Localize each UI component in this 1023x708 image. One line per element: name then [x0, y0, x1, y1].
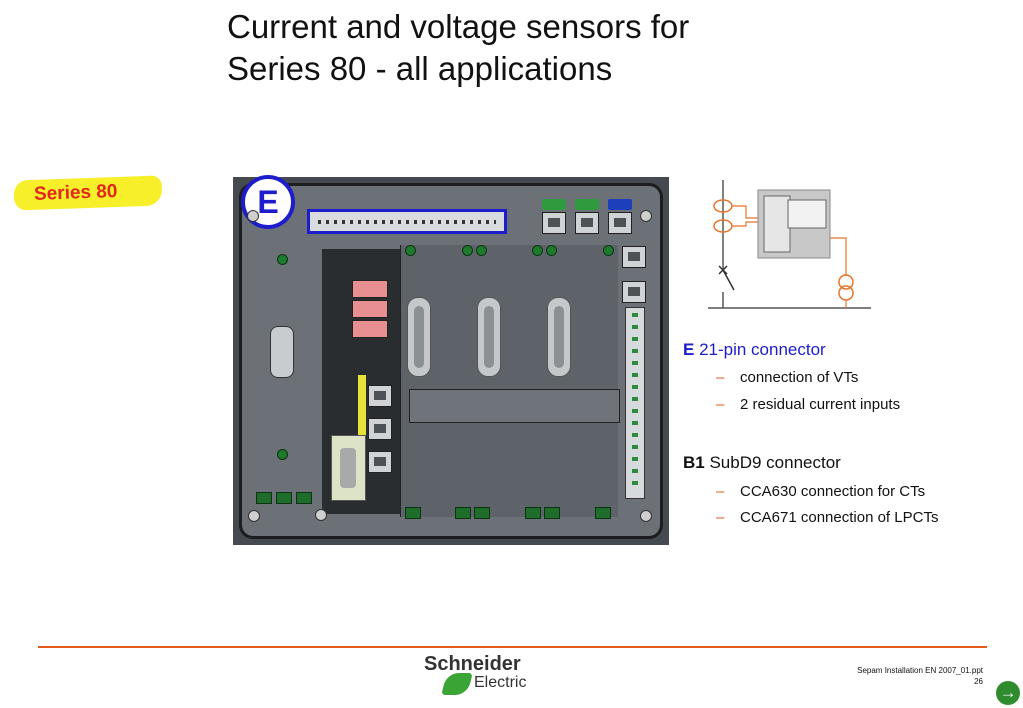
footer-reference: Sepam Installation EN 2007_01.ppt 26 — [857, 665, 983, 687]
logo-text-bottom: Electric — [474, 674, 527, 691]
series-badge-label: Series 80 — [33, 180, 118, 205]
footer-filename: Sepam Installation EN 2007_01.ppt — [857, 666, 983, 675]
terminal-block — [276, 492, 292, 504]
indicator-led — [546, 245, 557, 256]
dash-icon: – — [716, 369, 725, 386]
screw-icon — [247, 210, 259, 222]
rj45-tag-green — [575, 199, 599, 210]
b1-connector-text: SubD9 connector — [709, 453, 841, 472]
terminal-strip — [625, 307, 645, 499]
subd-connector — [477, 297, 501, 377]
b1-connector-item: –CCA671 connection of LPCTs — [716, 509, 939, 526]
terminal-block — [474, 507, 490, 519]
screw-icon — [640, 510, 652, 522]
b1-connector-item: –CCA630 connection for CTs — [716, 483, 926, 500]
b1-connector-label: B1 — [683, 453, 705, 472]
terminal-block — [405, 507, 421, 519]
subd-connector — [547, 297, 571, 377]
rj45-port — [622, 281, 646, 303]
rj45-tag-green — [542, 199, 566, 210]
indicator-led — [462, 245, 473, 256]
footer-divider — [38, 646, 987, 648]
rj45-port — [575, 212, 599, 234]
indicator-led — [277, 254, 288, 265]
yellow-label-strip — [358, 375, 366, 435]
connector-e-pins — [318, 220, 496, 224]
rj45-port — [608, 212, 632, 234]
next-slide-button[interactable]: → — [996, 681, 1020, 705]
series-badge: Series 80 — [13, 175, 163, 211]
logo-text-top: Schneider — [424, 653, 521, 675]
connector-e-21pin — [307, 209, 507, 234]
check-plug-label — [331, 435, 366, 501]
indicator-led — [405, 245, 416, 256]
terminal-block — [455, 507, 471, 519]
page-number: 26 — [974, 677, 983, 686]
rj45-port — [368, 418, 392, 440]
dip-switch — [352, 320, 388, 338]
logo-mark-icon — [441, 673, 473, 695]
rj45-tag-blue — [608, 199, 632, 210]
voltage-transformer-icon — [838, 274, 854, 290]
dip-switch — [352, 280, 388, 298]
rj45-port — [368, 451, 392, 473]
terminal-block — [544, 507, 560, 519]
screw-icon — [315, 509, 327, 521]
wiring-schematic — [708, 180, 871, 309]
breaker-switch — [722, 269, 735, 291]
terminal-block — [595, 507, 611, 519]
screw-icon — [248, 510, 260, 522]
dip-switch — [352, 300, 388, 318]
slide-title-line1: Current and voltage sensors for — [227, 8, 690, 45]
rj45-port — [368, 385, 392, 407]
rj45-port — [542, 212, 566, 234]
device-slot-area — [400, 245, 618, 517]
e-connector-item: –connection of VTs — [716, 369, 859, 386]
b1-connector-heading: B1 SubD9 connector — [683, 453, 841, 473]
e-connector-text: 21-pin connector — [699, 340, 826, 359]
dash-icon: – — [716, 396, 725, 413]
indicator-led — [532, 245, 543, 256]
e-connector-heading: E 21-pin connector — [683, 340, 826, 360]
slide-title: Current and voltage sensors for Series 8… — [227, 6, 787, 90]
subd-connector — [407, 297, 431, 377]
screw-icon — [640, 210, 652, 222]
terminal-block — [525, 507, 541, 519]
device-expansion-slot — [409, 389, 620, 423]
e-connector-label: E — [683, 340, 695, 359]
rj45-port — [622, 246, 646, 268]
indicator-led — [476, 245, 487, 256]
b1-subd9-connector — [270, 326, 294, 378]
voltage-transformer-icon — [838, 285, 854, 301]
e-connector-item: –2 residual current inputs — [716, 396, 901, 413]
schneider-electric-logo: Schneider Electric — [422, 653, 542, 699]
indicator-led — [603, 245, 614, 256]
dash-icon: – — [716, 509, 725, 526]
terminal-block — [256, 492, 272, 504]
indicator-led — [277, 449, 288, 460]
slide-title-line2: Series 80 - all applications — [227, 50, 613, 87]
dash-icon: – — [716, 483, 725, 500]
terminal-block — [296, 492, 312, 504]
